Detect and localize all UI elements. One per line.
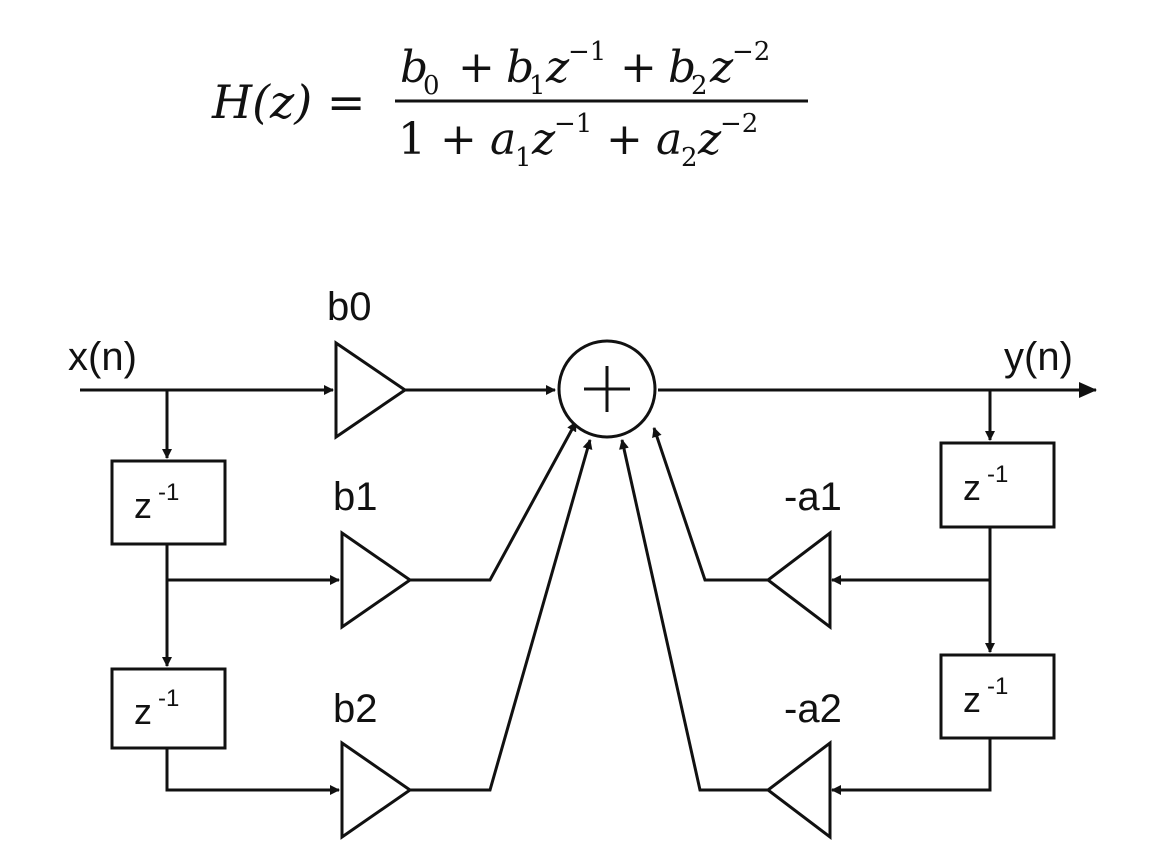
denominator-term-a1-z: z xyxy=(531,114,556,165)
wire-neg-a2-to-summer xyxy=(619,439,768,792)
wire-b2-to-summer xyxy=(410,439,593,792)
numerator-term-b1-z: z xyxy=(545,42,570,93)
output-label: y(n) xyxy=(1004,335,1073,379)
numerator-plus-2: + xyxy=(620,42,657,93)
input-label: x(n) xyxy=(68,335,137,379)
denominator-term-a2-coef: a xyxy=(656,114,682,165)
delay-box xyxy=(939,441,1056,529)
numerator-term-b1-coef: b xyxy=(506,42,534,93)
wire-neg-a1-to-summer xyxy=(652,427,768,582)
delay-base: z xyxy=(134,485,152,526)
wire-b1-to-summer xyxy=(410,421,578,582)
formula-lhs: H(z) = xyxy=(211,75,365,129)
denominator-term-a1-coef: a xyxy=(490,114,516,165)
wire-delay-left-2-to-b2 xyxy=(165,748,340,795)
delay-base: z xyxy=(963,467,981,508)
delay-base: z xyxy=(134,691,152,732)
gain-label-b0: b0 xyxy=(327,285,372,329)
numerator-term-b2-z: z xyxy=(709,42,734,93)
denominator-term-a1-exp: −1 xyxy=(554,109,592,139)
gain-triangle-b2 xyxy=(340,740,413,840)
gain-label-b1: b1 xyxy=(333,475,378,519)
delay-exponent: -1 xyxy=(987,673,1008,700)
numerator-term-b2-coef: b xyxy=(668,42,696,93)
gain-label-neg-a2: -a2 xyxy=(784,687,842,731)
formula-numerator: b 0 + b 1 z −1 + b 2 z −2 xyxy=(400,37,770,101)
transfer-function-formula: H(z) = b 0 + b 1 z −1 + b 2 z −2 1 + a 1… xyxy=(211,37,808,173)
delay-exponent: -1 xyxy=(987,461,1008,488)
numerator-term-b1-exp: −1 xyxy=(568,37,606,67)
delay-exponent: -1 xyxy=(158,685,179,712)
delay-block-right-1: z -1 xyxy=(939,441,1056,529)
wire-delay-right-2-to-neg-a2 xyxy=(831,738,992,795)
delay-base: z xyxy=(963,679,981,720)
feedback-wires xyxy=(619,382,1097,795)
gain-triangle-neg-a2 xyxy=(765,739,832,841)
delay-exponent: -1 xyxy=(158,479,179,506)
feedforward-wires xyxy=(80,385,593,795)
denominator-plus-2: + xyxy=(606,114,643,165)
numerator-term-b0-sub: 0 xyxy=(423,71,440,101)
gain-label-b2: b2 xyxy=(333,687,378,731)
delay-block-left-2: z -1 xyxy=(110,667,227,750)
numerator-term-b0-coef: b xyxy=(400,42,428,93)
formula-denominator: 1 + a 1 z −1 + a 2 z −2 xyxy=(398,109,758,173)
numerator-term-b1-sub: 1 xyxy=(529,71,546,101)
gain-label-neg-a1: -a1 xyxy=(784,475,842,519)
numerator-plus-1: + xyxy=(458,42,495,93)
delay-box xyxy=(939,653,1056,740)
delay-block-left-1: z -1 xyxy=(110,459,227,546)
gain-triangle-b0 xyxy=(334,340,408,440)
denominator-term-a2-z: z xyxy=(697,114,722,165)
gain-triangle-b1 xyxy=(340,530,413,630)
denominator-lead: 1 xyxy=(398,114,426,165)
denominator-term-a1-sub: 1 xyxy=(515,143,532,173)
delay-box xyxy=(110,459,227,546)
gain-triangle-neg-a1 xyxy=(765,529,832,631)
denominator-plus-1: + xyxy=(440,114,477,165)
delay-box xyxy=(110,667,227,750)
numerator-term-b2-exp: −2 xyxy=(732,37,770,67)
delay-block-right-2: z -1 xyxy=(939,653,1056,740)
summing-junction xyxy=(557,339,657,439)
numerator-term-b2-sub: 2 xyxy=(691,71,708,101)
denominator-term-a2-sub: 2 xyxy=(681,143,698,173)
denominator-term-a2-exp: −2 xyxy=(720,109,758,139)
